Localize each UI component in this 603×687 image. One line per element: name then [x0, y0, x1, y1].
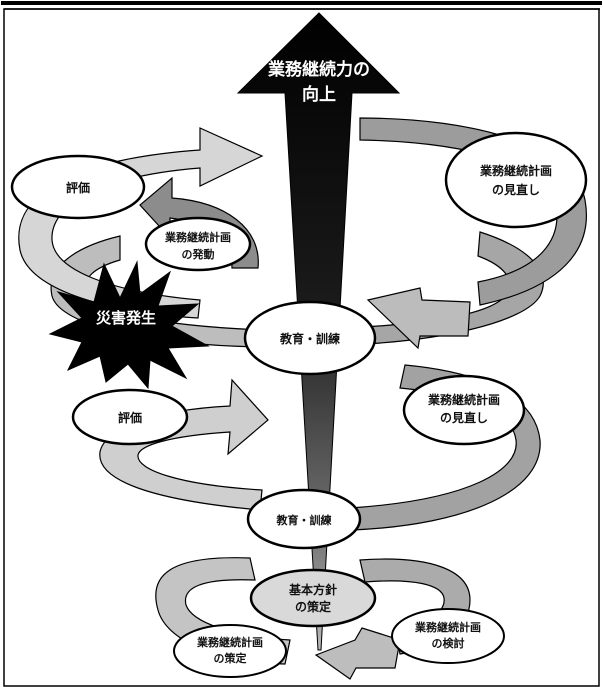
diagram-frame — [3, 8, 600, 687]
node-evaluation-mid: 評価 — [71, 388, 189, 446]
node-plan-review-top: 業務継続計画 の見直し — [444, 131, 588, 229]
node-plan-review-mid: 業務継続計画 の見直し — [402, 374, 526, 446]
node-training-mid-label: 教育・訓練 — [279, 331, 340, 346]
title-line1: 業務継続力の — [268, 59, 370, 80]
node-plan-activation-line1: 業務継続計画 — [164, 230, 231, 244]
node-training-low: 教育・訓練 — [246, 488, 362, 550]
node-plan-study-line2: の検討 — [432, 636, 465, 650]
node-plan-activation: 業務継続計画 の発動 — [144, 216, 252, 272]
node-training-low-label: 教育・訓練 — [276, 513, 332, 527]
title-line2: 向上 — [302, 84, 336, 105]
node-evaluation-top: 評価 — [10, 154, 146, 220]
node-evaluation-mid-label: 評価 — [118, 410, 142, 425]
disaster-burst: 災害発生 — [48, 260, 210, 390]
node-basic-policy: 基本方針 の策定 — [249, 568, 377, 628]
node-plan-review-mid-line2: の見直し — [440, 410, 488, 425]
node-plan-review-top-line1: 業務継続計画 — [479, 163, 552, 178]
disaster-burst-shape — [48, 260, 210, 390]
disaster-label: 災害発生 — [96, 309, 156, 327]
node-plan-study: 業務継続計画 の検討 — [391, 608, 505, 664]
node-training-mid: 教育・訓練 — [243, 300, 377, 376]
node-plan-formulation: 業務継続計画 の策定 — [173, 624, 287, 678]
node-basic-policy-line1: 基本方針 — [288, 582, 337, 597]
spiral-arrowhead-middle — [366, 287, 471, 350]
node-basic-policy-line2: の策定 — [295, 599, 331, 614]
node-plan-formulation-line1: 業務継続計画 — [196, 635, 263, 649]
node-plan-review-mid-line1: 業務継続計画 — [427, 392, 500, 407]
spiral-band-lower-left — [99, 378, 269, 511]
node-plan-review-top-line2: の見直し — [492, 182, 540, 197]
top-rule-thick — [1, 1, 602, 5]
node-plan-formulation-line2: の策定 — [214, 651, 247, 665]
node-plan-activation-line2: の発動 — [182, 247, 215, 261]
node-evaluation-top-label: 評価 — [66, 180, 90, 195]
spiral-arrowhead-lowest — [314, 627, 401, 680]
node-plan-study-line1: 業務継続計画 — [414, 620, 481, 634]
